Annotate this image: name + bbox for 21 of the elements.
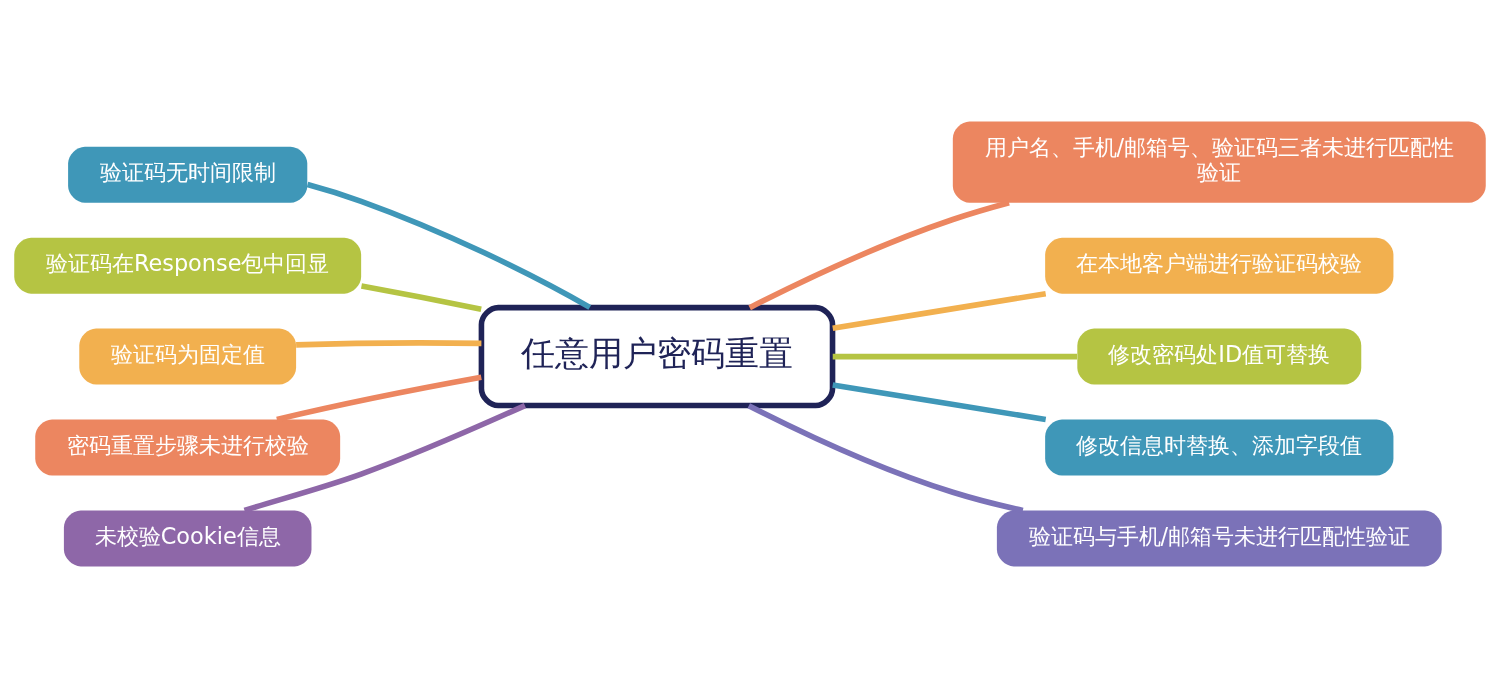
connector xyxy=(832,353,1077,360)
connector xyxy=(360,283,482,313)
node-box: 在本地客户端进行验证码校验 xyxy=(1045,237,1394,294)
node-box: 验证码与手机/邮箱号未进行匹配性验证 xyxy=(996,510,1442,567)
node-box: 密码重置步骤未进行校验 xyxy=(35,419,341,476)
node-box: 任意用户密码重置 xyxy=(478,304,836,409)
connector xyxy=(296,340,482,348)
node-box: 验证码无时间限制 xyxy=(68,146,308,203)
node-box: 未校验Cookie信息 xyxy=(63,510,312,567)
connector xyxy=(832,290,1047,332)
connector xyxy=(832,382,1047,423)
node-box: 修改密码处ID值可替换 xyxy=(1077,328,1362,385)
node-box: 用户名、手机/邮箱号、验证码三者未进行匹配性验证 xyxy=(952,121,1486,203)
connector xyxy=(306,181,592,310)
connector xyxy=(747,403,1024,514)
node-box: 修改信息时替换、添加字段值 xyxy=(1045,419,1394,476)
connector xyxy=(748,200,1010,311)
node-box: 验证码为固定值 xyxy=(79,328,297,385)
node-box: 验证码在Response包中回显 xyxy=(14,237,362,294)
connector xyxy=(243,403,527,514)
connector xyxy=(276,374,482,423)
